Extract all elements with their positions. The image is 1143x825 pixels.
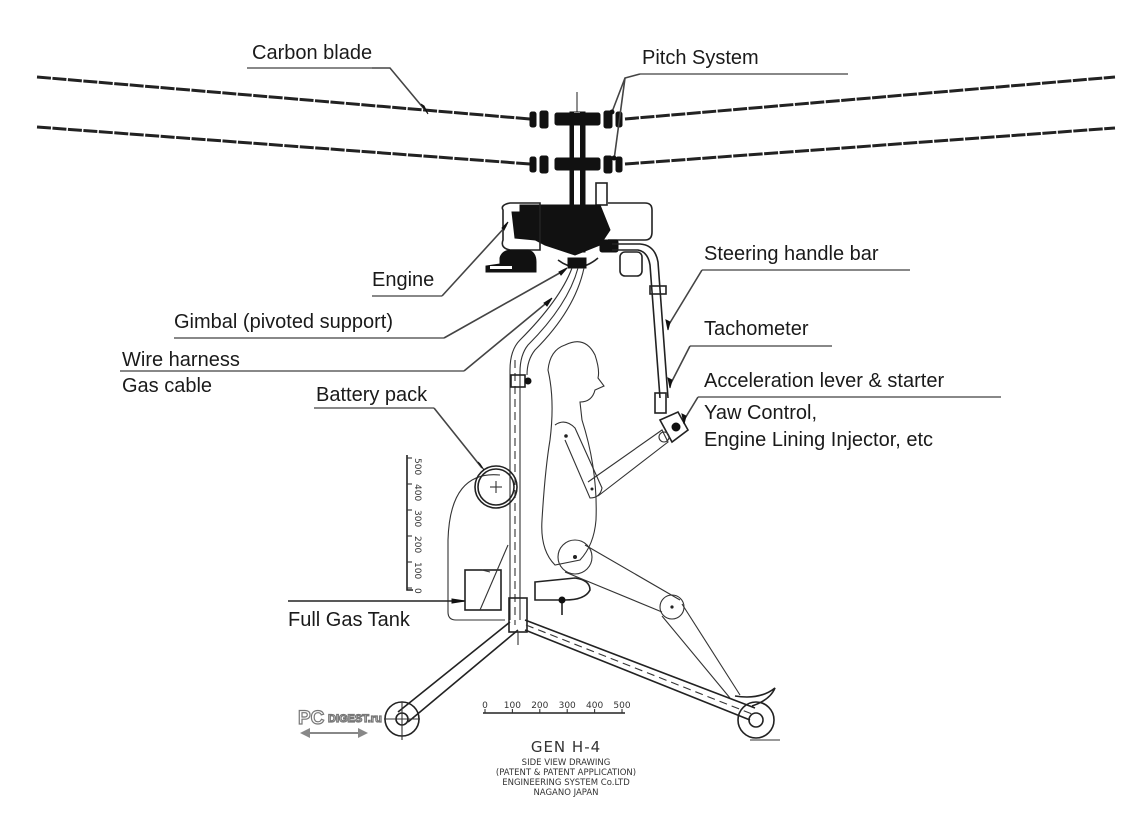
battery-pack-label: Battery pack [316,384,428,406]
horizontal-scale-label: 300 [559,701,576,711]
acceleration-lever-label: Acceleration lever & starter [704,370,944,392]
upper-blade-left [36,75,531,121]
model-name: GEN H-4 [531,738,601,756]
frame [384,267,780,741]
vertical-scale-label: 500 [412,458,422,475]
title-line-1: SIDE VIEW DRAWING [522,758,611,768]
pilot-figure [534,341,741,699]
vertical-scale-label: 100 [412,562,422,579]
label-battery-pack: Battery pack [314,384,485,471]
tachometer-label: Tachometer [704,318,809,340]
horizontal-scale-label: 400 [586,701,603,711]
horizontal-scale-label: 200 [531,701,548,711]
pitch-system-label: Pitch System [642,47,759,69]
vertical-scale-label: 300 [412,510,422,527]
label-engine: Engine [372,221,509,297]
rotor-blades [36,75,1116,166]
title-line-4: NAGANO JAPAN [533,788,598,798]
yaw-control-label: Yaw Control, [704,402,817,424]
wire-harness-label: Wire harness [122,349,240,371]
vertical-scale-label: 200 [412,536,422,553]
watermark-digest: DIGEST.ru [328,713,382,725]
horizontal-scale: 0 100 200 300 400 500 [482,701,631,714]
carbon-blade-label: Carbon blade [252,42,372,64]
gimbal-label: Gimbal (pivoted support) [174,311,393,333]
label-tachometer: Tachometer [667,318,832,389]
horizontal-scale-label: 100 [504,701,521,711]
battery-pack [447,465,518,621]
upper-blade-right [624,75,1116,121]
label-yaw-control: Yaw Control, Engine Lining Injector, etc [704,402,933,451]
label-acceleration-lever: Acceleration lever & starter [681,370,1001,425]
label-wire-harness: Wire harness Gas cable [120,297,553,397]
engine-lining-injector-label: Engine Lining Injector, etc [704,429,933,451]
vertical-scale-label: 0 [412,588,422,594]
lower-blade-left [36,125,531,166]
title-line-2: (PATENT & PATENT APPLICATION) [496,768,636,778]
watermark-logo: PC DIGEST.ru [297,707,382,738]
label-steering-handle-bar: Steering handle bar [665,243,910,331]
label-pitch-system: Pitch System [609,47,848,161]
label-carbon-blade: Carbon blade [247,42,429,115]
pitch-collars-lower [529,155,623,174]
lower-blade-right [624,126,1116,166]
engine-label: Engine [372,269,434,291]
title-block: GEN H-4 SIDE VIEW DRAWING (PATENT & PATE… [496,738,636,798]
vertical-scale-label: 400 [412,484,422,501]
vertical-scale: 500 400 300 200 100 0 [406,455,422,594]
double-arrow-icon [300,728,368,738]
label-gimbal: Gimbal (pivoted support) [174,267,568,339]
steering-handle-bar [612,243,690,444]
gas-cable-label: Gas cable [122,375,212,397]
title-line-3: ENGINEERING SYSTEM Co.LTD [502,778,630,788]
watermark-pc: PC [298,708,325,729]
horizontal-scale-label: 500 [613,701,630,711]
gas-tank [464,544,509,611]
full-gas-tank-label: Full Gas Tank [288,609,411,631]
label-full-gas-tank: Full Gas Tank [288,598,466,631]
steering-handle-bar-label: Steering handle bar [704,243,879,265]
horizontal-scale-label: 0 [482,701,488,711]
